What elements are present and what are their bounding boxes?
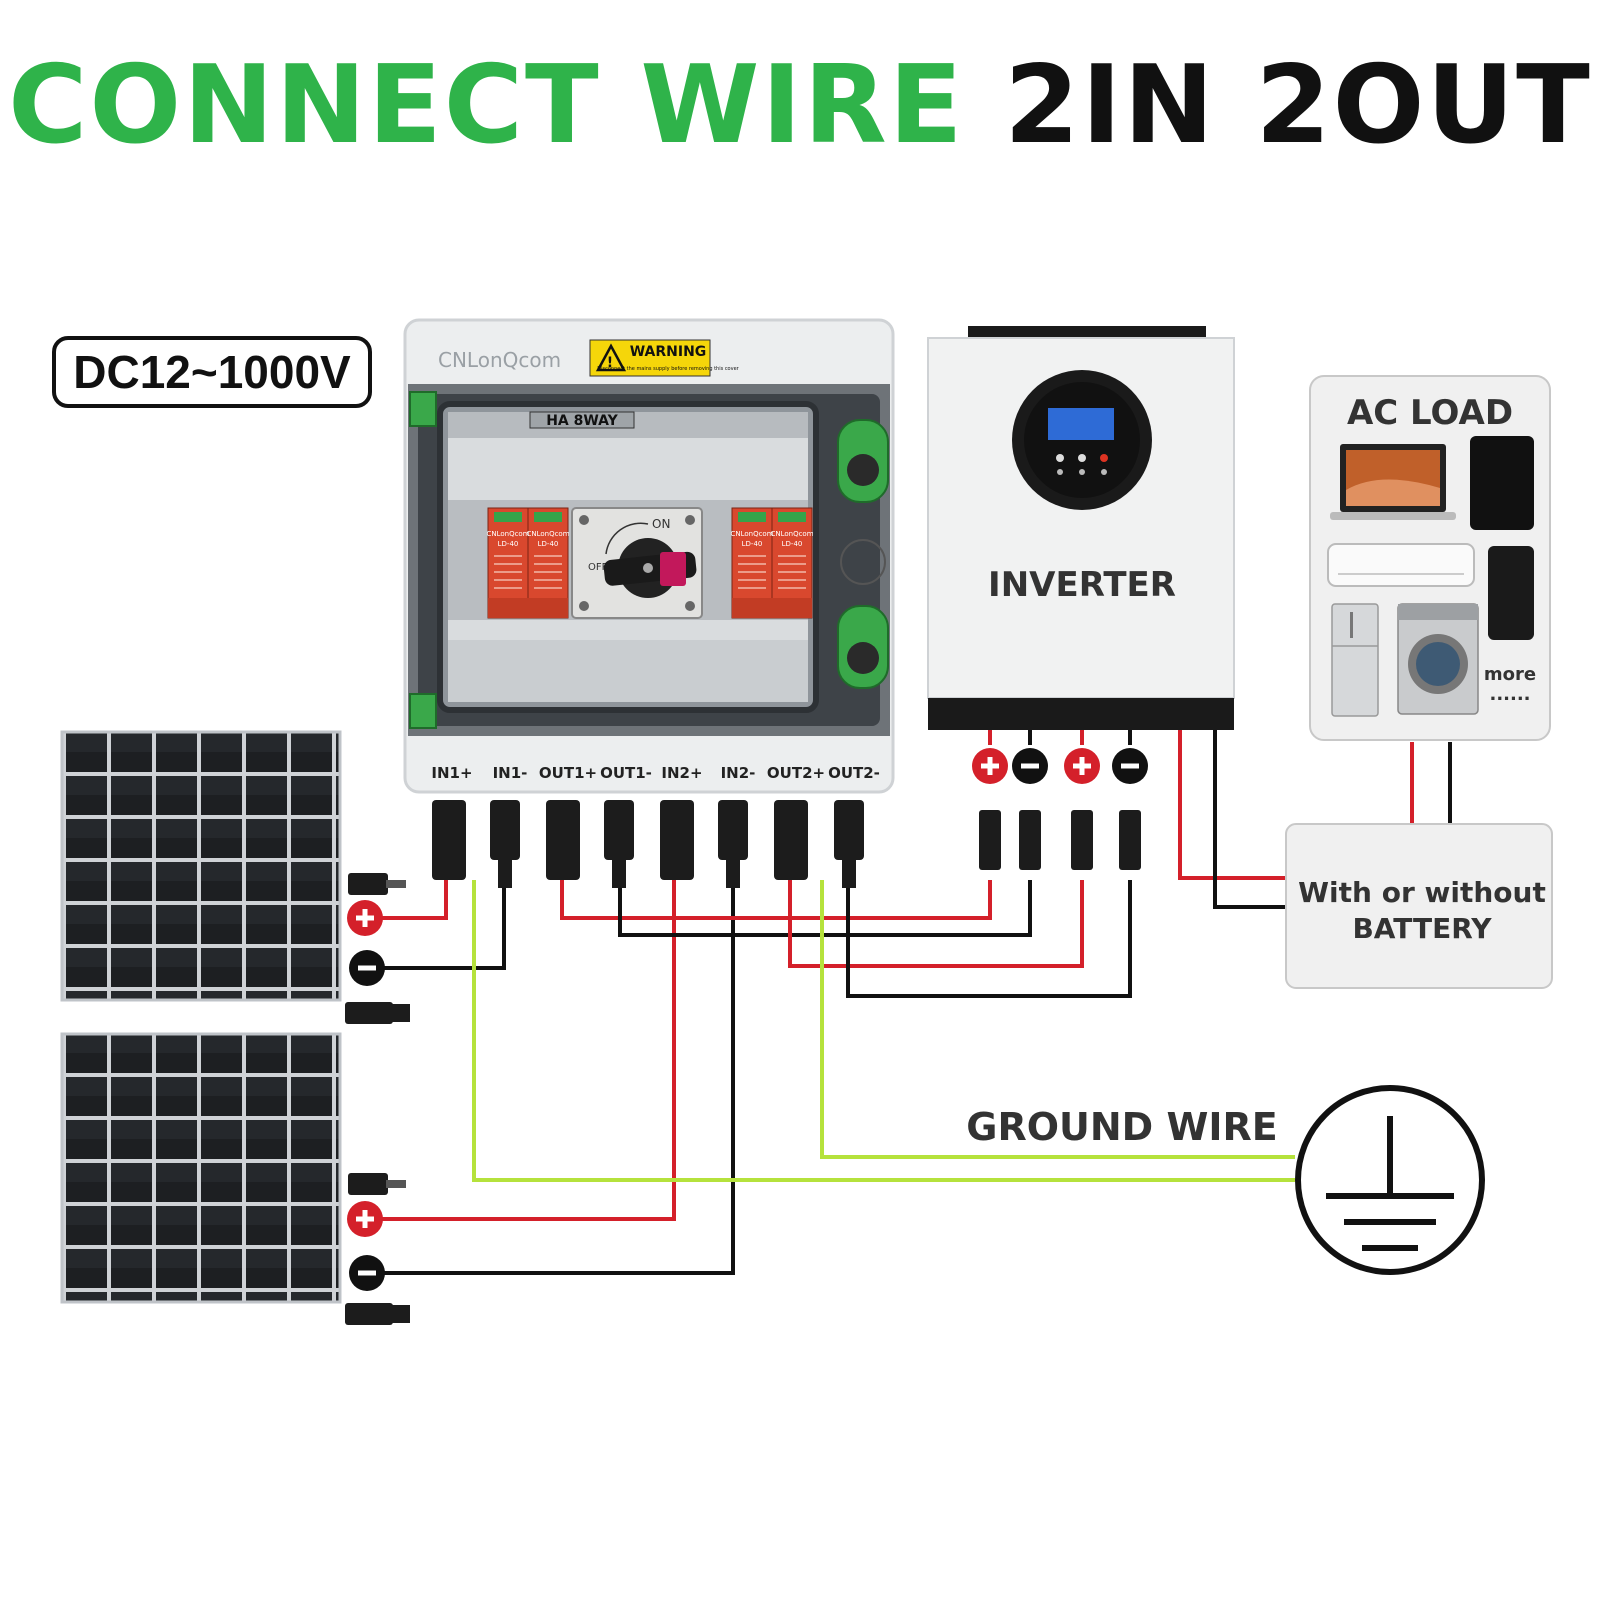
minus-icon: [1112, 748, 1148, 784]
phone-icon: [1488, 546, 1534, 640]
laptop-icon: [1330, 444, 1456, 520]
inverter-connectors: [979, 810, 1141, 870]
washing-machine-icon: [1397, 603, 1479, 715]
more-dots: ......: [1489, 684, 1530, 705]
plus-icon: [972, 748, 1008, 784]
warning-icon: [595, 343, 627, 372]
wire-out1-minus: [618, 880, 1032, 937]
svg-text:LD-40: LD-40: [498, 540, 519, 548]
minus-icon: [349, 1255, 385, 1291]
inverter-label: INVERTER: [988, 565, 1176, 605]
plus-icon: [1064, 748, 1100, 784]
ac-load-title: AC LOAD: [1347, 393, 1513, 433]
wire-in2-plus: [365, 880, 676, 1221]
ground-symbol-icon: [1295, 1085, 1485, 1275]
warning-sticker: ! WARNING Disconnect the mains supply be…: [589, 339, 740, 377]
title-part-green: CONNECT WIRE: [8, 43, 965, 168]
air-conditioner-icon: [1327, 543, 1475, 587]
svg-text:CNLonQcom: CNLonQcom: [730, 530, 773, 538]
title-part-black: 2IN 2OUT: [1004, 43, 1592, 168]
switch-off-label: OFF: [588, 562, 608, 573]
minus-icon: [349, 950, 385, 986]
polarity-badges-panels: [347, 900, 385, 1291]
svg-text:LD-40: LD-40: [538, 540, 559, 548]
ground-wire-label: GROUND WIRE: [966, 1105, 1277, 1149]
port-label: IN1+: [431, 764, 472, 782]
svg-text:LD-40: LD-40: [782, 540, 803, 548]
voltage-badge: DC12~1000V: [52, 336, 372, 408]
isolator-switch: ON OFF: [571, 507, 703, 619]
polarity-badges-inverter: [972, 748, 1148, 784]
port-label: OUT2-: [828, 764, 880, 782]
spd-left: CNLonQcom CNLonQcom LD-40 LD-40: [486, 507, 570, 619]
svg-text:CNLonQcom: CNLonQcom: [526, 530, 569, 538]
wire-out2-plus: [788, 880, 1084, 968]
solar-panel-2: [60, 1032, 342, 1304]
port-label: OUT2+: [767, 764, 825, 782]
tablet-icon: [1470, 436, 1534, 530]
wires: [360, 728, 1452, 1275]
warning-text: Disconnect the mains supply before remov…: [597, 366, 739, 372]
plus-icon: [347, 1201, 383, 1237]
fridge-icon: [1331, 603, 1379, 717]
inverter-lcd: [1048, 408, 1114, 440]
panel-connectors: [345, 873, 410, 1325]
wire-out2-minus: [846, 880, 1132, 998]
hinge-top: [409, 391, 437, 427]
plus-icon: [347, 900, 383, 936]
wire-out1-plus: [560, 880, 992, 920]
wire-ac-red: [1178, 730, 1285, 880]
brand-label: CNLonQcom: [438, 348, 561, 372]
port-labels: IN1+ IN1- OUT1+ OUT1- IN2+ IN2- OUT2+ OU…: [431, 764, 879, 782]
svg-text:LD-40: LD-40: [742, 540, 763, 548]
warning-title: WARNING: [630, 344, 707, 360]
switch-lock-tab: [660, 552, 686, 586]
svg-text:CNLonQcom: CNLonQcom: [486, 530, 529, 538]
wire-ac-black: [1213, 730, 1285, 909]
combiner-box: CNLonQcom ! WARNING Disconnect the mains…: [403, 318, 895, 794]
port-label: IN2+: [661, 764, 702, 782]
svg-text:!: !: [607, 355, 613, 371]
combiner-connectors: [432, 800, 864, 888]
spd-right: CNLonQcom CNLonQcom LD-40 LD-40: [730, 507, 814, 619]
more-label: more: [1484, 664, 1536, 685]
hinge-bottom: [409, 693, 437, 729]
switch-on-label: ON: [652, 517, 670, 531]
battery-line-2: BATTERY: [1352, 912, 1492, 945]
battery-line-1: With or without: [1298, 876, 1546, 909]
wire-ground-2: [820, 880, 1295, 1159]
wire-in2-minus: [365, 880, 735, 1275]
minus-icon: [1012, 748, 1048, 784]
svg-text:CNLonQcom: CNLonQcom: [770, 530, 813, 538]
port-label: IN2-: [721, 764, 756, 782]
solar-panel-1: [60, 730, 342, 1002]
port-label: IN1-: [493, 764, 528, 782]
battery-card: With or without BATTERY: [1285, 823, 1553, 989]
ac-load-card: AC LOAD more ......: [1309, 375, 1551, 741]
inverter: INVERTER: [927, 326, 1235, 730]
model-label: HA 8WAY: [546, 413, 618, 429]
port-label: OUT1-: [600, 764, 652, 782]
page-title: CONNECT WIRE 2IN 2OUT: [0, 52, 1600, 160]
wire-ground-1: [472, 880, 1295, 1182]
wire-in1-minus: [360, 880, 506, 970]
port-label: OUT1+: [539, 764, 597, 782]
wire-in1-plus: [360, 880, 448, 920]
